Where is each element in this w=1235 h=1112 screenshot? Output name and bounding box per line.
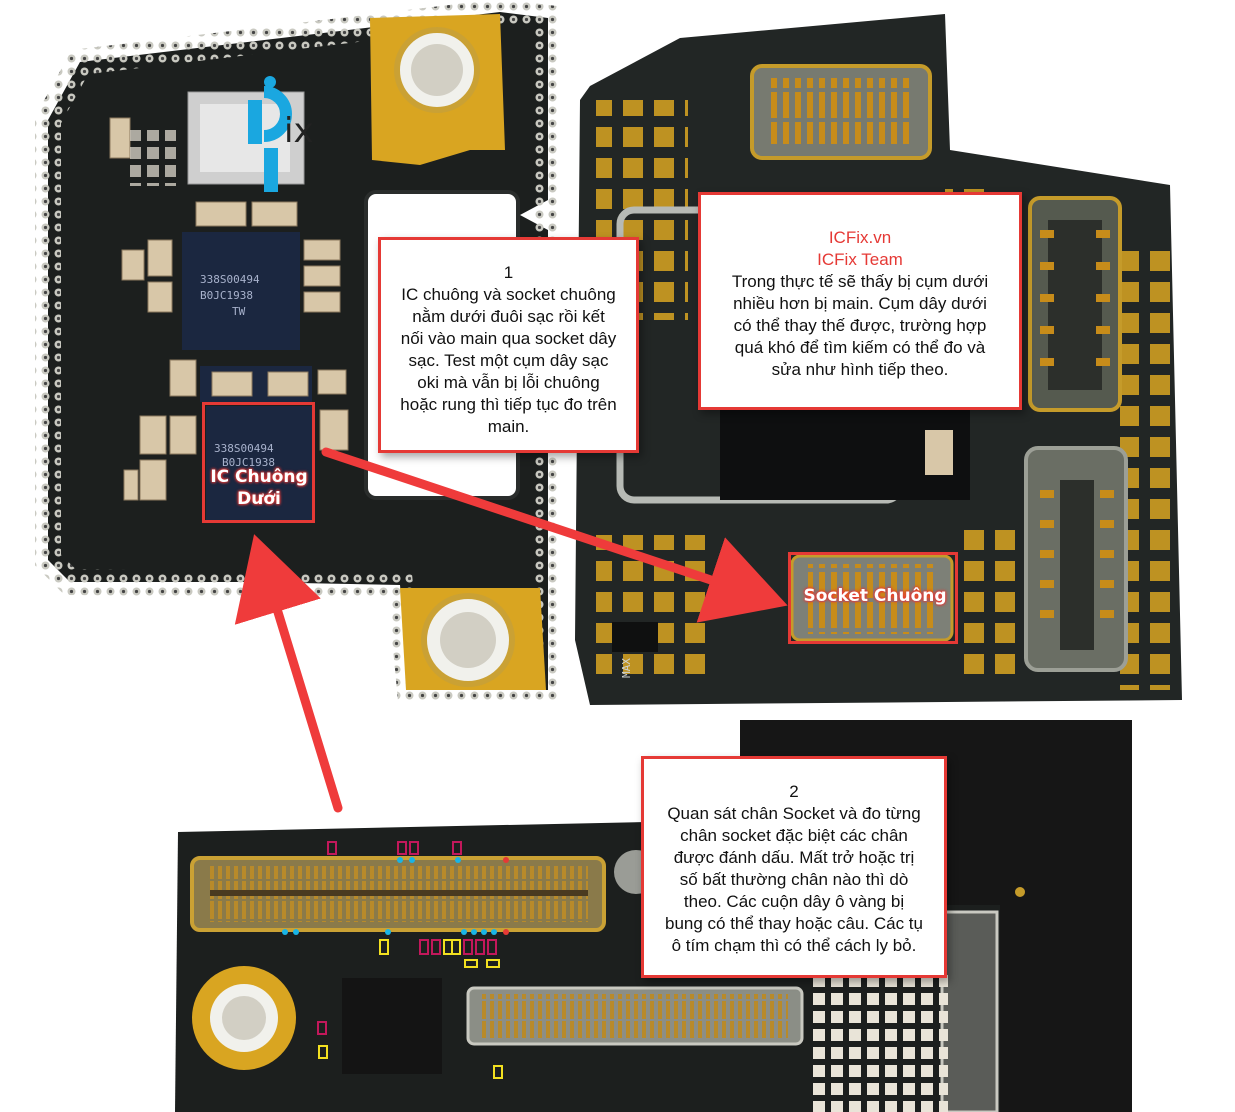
- note-1-number: 1: [503, 263, 514, 282]
- chip-marking-4: 338S00494: [214, 442, 274, 455]
- note-brand-line-2: nhiều hơn bị main. Cụm dây dưới: [733, 294, 987, 313]
- note-2-line-3: được đánh dấu. Mất trở hoặc trị: [673, 848, 915, 867]
- ic-chuong-highlight-box: [202, 402, 315, 523]
- socket-chuong-highlight-box: [788, 552, 958, 644]
- note-2-line-7: ô tím chạm thì có thể cách ly bỏ.: [671, 936, 917, 955]
- screw-pad-bottom: [400, 588, 546, 690]
- note-1-line-2: nằm dưới đuôi sạc rồi kết: [412, 307, 605, 326]
- note-2: 2 Quan sát chân Socket và đo từng chân s…: [641, 756, 947, 978]
- note-brand-line-3: có thể thay thế được, trường hợp: [733, 316, 987, 335]
- note-1-line-1: IC chuông và socket chuông: [401, 285, 616, 304]
- screw-pad-board: [192, 966, 296, 1070]
- pin-markers: [282, 841, 509, 1079]
- icfix-logo: ix: [248, 76, 314, 192]
- max-marking: MAX: [620, 658, 633, 678]
- board-chip: [342, 978, 442, 1074]
- ic-chip-lower: [206, 406, 314, 522]
- chip-marking-5: B0JC1938: [222, 456, 275, 469]
- ic-chuong-label-line2: Dưới: [237, 489, 281, 509]
- note-brand-line-4: quá khó để tìm kiếm có thể đo và: [734, 338, 986, 357]
- ic-chuong-label: IC Chuông Dưới: [204, 466, 314, 510]
- note-2-number: 2: [789, 782, 799, 801]
- screw-pad-top: [370, 14, 505, 165]
- note-2-line-2: chân socket đặc biệt các chân: [680, 826, 908, 845]
- note-brand-team: ICFix Team: [817, 250, 903, 269]
- chip-marking-3: TW: [232, 305, 246, 318]
- note-2-line-5: theo. Các cuộn dây ô vàng bị: [683, 892, 905, 911]
- note-brand-site: ICFix.vn: [828, 228, 892, 247]
- note-1-line-4: sạc. Test một cụm dây sạc: [408, 351, 609, 370]
- arrows: [234, 447, 788, 813]
- connector-right-1: [1028, 196, 1122, 412]
- note-brand: ICFix.vn ICFix Team Trong thực tế sẽ thấ…: [698, 192, 1022, 410]
- connector-right-2: [1024, 446, 1128, 672]
- logo-text: ix: [284, 111, 314, 151]
- note-2-line-1: Quan sát chân Socket và đo từng: [667, 804, 921, 823]
- board-connector-2: [466, 986, 804, 1046]
- note-1: 1 IC chuông và socket chuông nằm dưới đu…: [378, 237, 639, 453]
- arrow-to-socket: [321, 447, 788, 623]
- ic-chuong-label-line1: IC Chuông: [210, 467, 308, 487]
- chip-marking-1: 338S00494: [200, 273, 260, 286]
- note-1-line-3: nối vào main qua socket dây: [400, 329, 617, 348]
- chip-marking-2: B0JC1938: [200, 289, 253, 302]
- note-1-line-6: hoặc rung thì tiếp tục đo trên: [400, 395, 617, 414]
- note-1-line-5: oki mà vẫn bị lỗi chuông: [417, 373, 600, 392]
- board-connector-1: [190, 856, 606, 932]
- note-2-line-6: bung có thể thay hoặc câu. Các tụ: [664, 914, 923, 933]
- bottom-board: [175, 720, 1132, 1112]
- ic-chip-top: [182, 232, 300, 350]
- note-brand-line-1: Trong thực tế sẽ thấy bị cụm dưới: [731, 272, 989, 291]
- note-2-line-4: số bất thường chân nào thì dò: [679, 870, 909, 889]
- socket-chuong-label: Socket Chuông: [803, 586, 947, 606]
- arrow-to-ic: [234, 534, 343, 813]
- connector-top: [750, 64, 932, 160]
- note-brand-line-5: sửa như hình tiếp theo.: [771, 360, 949, 379]
- note-1-line-7: main.: [487, 417, 530, 436]
- socket-chuong: [790, 554, 954, 642]
